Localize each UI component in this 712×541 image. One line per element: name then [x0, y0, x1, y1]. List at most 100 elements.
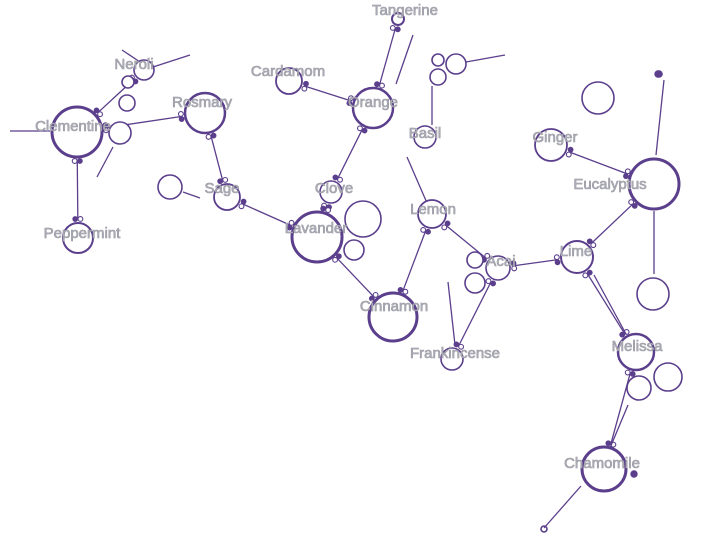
- node-label-cinnamon: Cinnamon: [360, 298, 428, 315]
- node-clove[interactable]: [319, 180, 343, 204]
- edge-port: [628, 199, 635, 206]
- node-label-frankincense: Frankincense: [410, 345, 500, 362]
- edge-port: [325, 207, 332, 214]
- edge-port: [629, 371, 636, 377]
- edge-port: [210, 132, 217, 139]
- edge-port: [372, 291, 379, 298]
- edge-port: [346, 100, 353, 107]
- edge-port: [332, 256, 339, 263]
- edge-clementine-peppermint: [76, 160, 79, 220]
- node-label-basil: Basil: [409, 125, 442, 142]
- edge-port: [303, 80, 309, 87]
- stub-edge: [593, 274, 627, 335]
- stub-edge: [96, 146, 114, 178]
- edge-layer: [71, 24, 638, 448]
- edge-port: [238, 203, 245, 210]
- edge-rosmary-sage: [210, 136, 224, 181]
- unlabeled-node: [653, 362, 683, 392]
- unlabeled-node: [626, 375, 652, 401]
- node-peppermint[interactable]: [62, 222, 94, 254]
- unlabeled-node: [157, 174, 183, 200]
- edge-port: [654, 70, 662, 78]
- edge-port: [71, 158, 78, 164]
- edge-port: [420, 226, 427, 233]
- edge-port: [347, 95, 354, 102]
- edge-port: [320, 205, 327, 212]
- node-acai[interactable]: [485, 255, 511, 281]
- node-label-sage: Sage: [204, 180, 239, 197]
- node-label-lemon: Lemon: [410, 201, 456, 218]
- node-sage[interactable]: [213, 183, 241, 211]
- edge-lemon-cinnamon: [402, 230, 427, 292]
- node-neroli[interactable]: [133, 59, 155, 81]
- edge-port: [554, 259, 561, 266]
- edge-port: [425, 228, 431, 235]
- unlabeled-node: [118, 94, 136, 112]
- edge-acai-frankincense: [458, 281, 492, 346]
- edge-port: [332, 174, 339, 181]
- unlabeled-node: [344, 200, 382, 238]
- edge-port: [631, 202, 638, 209]
- edge-port: [102, 122, 109, 129]
- edge-orange-clove: [337, 129, 363, 179]
- unlabeled-node: [540, 525, 548, 533]
- stub-edge: [655, 79, 665, 156]
- decoration-layer: [10, 34, 683, 533]
- node-ginger[interactable]: [534, 128, 568, 162]
- edge-port: [72, 216, 79, 222]
- edge-port: [286, 224, 293, 231]
- node-label-tangerine: Tangerine: [372, 2, 438, 19]
- node-lime[interactable]: [560, 240, 594, 274]
- node-rosmary[interactable]: [183, 91, 227, 135]
- stub-edge: [543, 485, 582, 529]
- node-cinnamon[interactable]: [367, 291, 419, 343]
- edge-ginger-eucalyptus: [569, 151, 628, 175]
- node-cardamom[interactable]: [275, 67, 303, 95]
- node-label-melissa: Melissa: [612, 338, 664, 355]
- edge-port: [76, 158, 83, 164]
- edge-port: [590, 242, 597, 249]
- edge-tangerine-orange: [378, 28, 396, 86]
- edge-port: [217, 178, 224, 185]
- node-tangerine[interactable]: [391, 12, 405, 26]
- stub-edge: [121, 49, 141, 63]
- edge-port: [484, 252, 491, 259]
- node-orange[interactable]: [351, 86, 395, 130]
- edge-port: [288, 219, 295, 226]
- edge-port: [368, 295, 375, 302]
- node-eucalyptus[interactable]: [627, 157, 681, 211]
- node-basil[interactable]: [413, 125, 437, 149]
- node-label-lavander: Lavander: [285, 220, 348, 237]
- edge-lime-eucalyptus: [591, 203, 634, 244]
- unlabeled-node: [429, 68, 447, 86]
- edge-port: [97, 111, 104, 118]
- stub-edge: [395, 34, 414, 85]
- stub-edge: [406, 156, 428, 204]
- node-frankincense[interactable]: [440, 347, 464, 371]
- edge-port: [485, 278, 492, 285]
- unlabeled-node: [445, 53, 467, 75]
- stub-edge: [465, 54, 506, 63]
- unlabeled-node: [431, 53, 445, 67]
- node-lemon[interactable]: [417, 199, 447, 229]
- edge-port: [374, 81, 380, 88]
- node-clementine[interactable]: [50, 105, 104, 159]
- edge-port: [397, 286, 404, 293]
- edge-port: [356, 125, 363, 132]
- node-label-cardamom: Cardamom: [251, 63, 325, 80]
- edge-port: [586, 238, 593, 245]
- node-label-neroli: Neroli: [114, 56, 153, 73]
- edge-port: [444, 220, 451, 227]
- node-lavander[interactable]: [290, 210, 344, 264]
- unlabeled-node: [466, 251, 484, 269]
- node-label-chamomile: Chamomile: [564, 455, 640, 472]
- node-label-clove: Clove: [315, 180, 353, 197]
- node-label-ginger: Ginger: [532, 129, 577, 146]
- edge-port: [605, 440, 612, 447]
- edge-acai-lime: [513, 259, 558, 267]
- node-melissa[interactable]: [616, 332, 656, 372]
- node-chamomile[interactable]: [580, 445, 628, 493]
- edge-port: [379, 82, 385, 89]
- stub-edge: [447, 281, 456, 346]
